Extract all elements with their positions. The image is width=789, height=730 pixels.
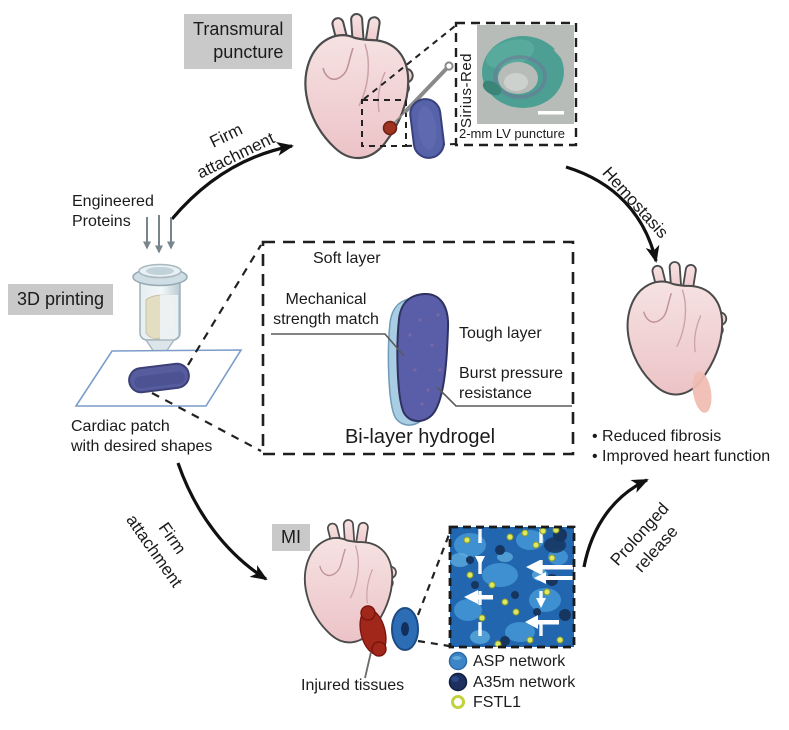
engineered-proteins-label: Engineered Proteins — [72, 193, 154, 231]
3d-printing-label: 3D printing — [8, 284, 114, 316]
mechanical-strength-label: Mechanical strength match — [273, 291, 379, 329]
heart-transmural — [304, 12, 416, 160]
patch-mi — [391, 607, 419, 651]
cardiac-patch-label: Cardiac patch with desired shapes — [71, 418, 213, 456]
mi-zoom-links — [416, 531, 452, 648]
legend-swatches — [448, 651, 468, 709]
hemostasis-arrow — [565, 165, 660, 263]
bilayer-hydrogel — [387, 292, 450, 426]
legend-asp-network: ASP network — [473, 653, 566, 670]
asp-network-swatch — [448, 651, 468, 671]
puncture-dot — [382, 120, 398, 136]
heart-recovered — [626, 260, 729, 413]
soft-layer-label: Soft layer — [313, 250, 381, 267]
lv-puncture-caption: 2-mm LV puncture — [459, 126, 565, 141]
patch-transmural — [409, 98, 445, 159]
tough-layer-label: Tough layer — [459, 325, 542, 342]
outcome-improved-function: • Improved heart function — [592, 448, 771, 465]
transmural-puncture-label: Transmural puncture — [184, 14, 293, 69]
sirius-red-label: Sirius-Red — [458, 52, 475, 128]
injured-tissues-label: Injured tissues — [301, 677, 405, 694]
heart-mi — [303, 518, 399, 679]
prolonged-release-arrow — [582, 478, 649, 568]
callout-lines — [271, 333, 572, 407]
mi-label: MI — [272, 524, 310, 552]
bilayer-hydrogel-title: Bi-layer hydrogel — [344, 426, 496, 448]
histology-inset — [454, 21, 578, 147]
a35m-network-swatch — [448, 672, 468, 692]
micrograph-inset — [448, 525, 576, 649]
printed-patch — [128, 362, 190, 394]
legend-fstl1: FSTL1 — [473, 694, 522, 711]
fstl1-swatch — [451, 695, 465, 709]
ink-arrows — [143, 215, 175, 254]
outcome-reduced-fibrosis: • Reduced fibrosis — [592, 428, 722, 445]
patch-zoom-links — [151, 244, 262, 452]
printer-syringe-icon — [132, 263, 188, 371]
legend-a35m-network: A35m network — [473, 674, 576, 691]
burst-pressure-label: Burst pressure resistance — [459, 365, 564, 403]
firm-attachment-arrow-bottom — [176, 462, 268, 581]
needle-icon — [390, 61, 454, 127]
firm-attachment-arrow-top — [170, 141, 294, 221]
